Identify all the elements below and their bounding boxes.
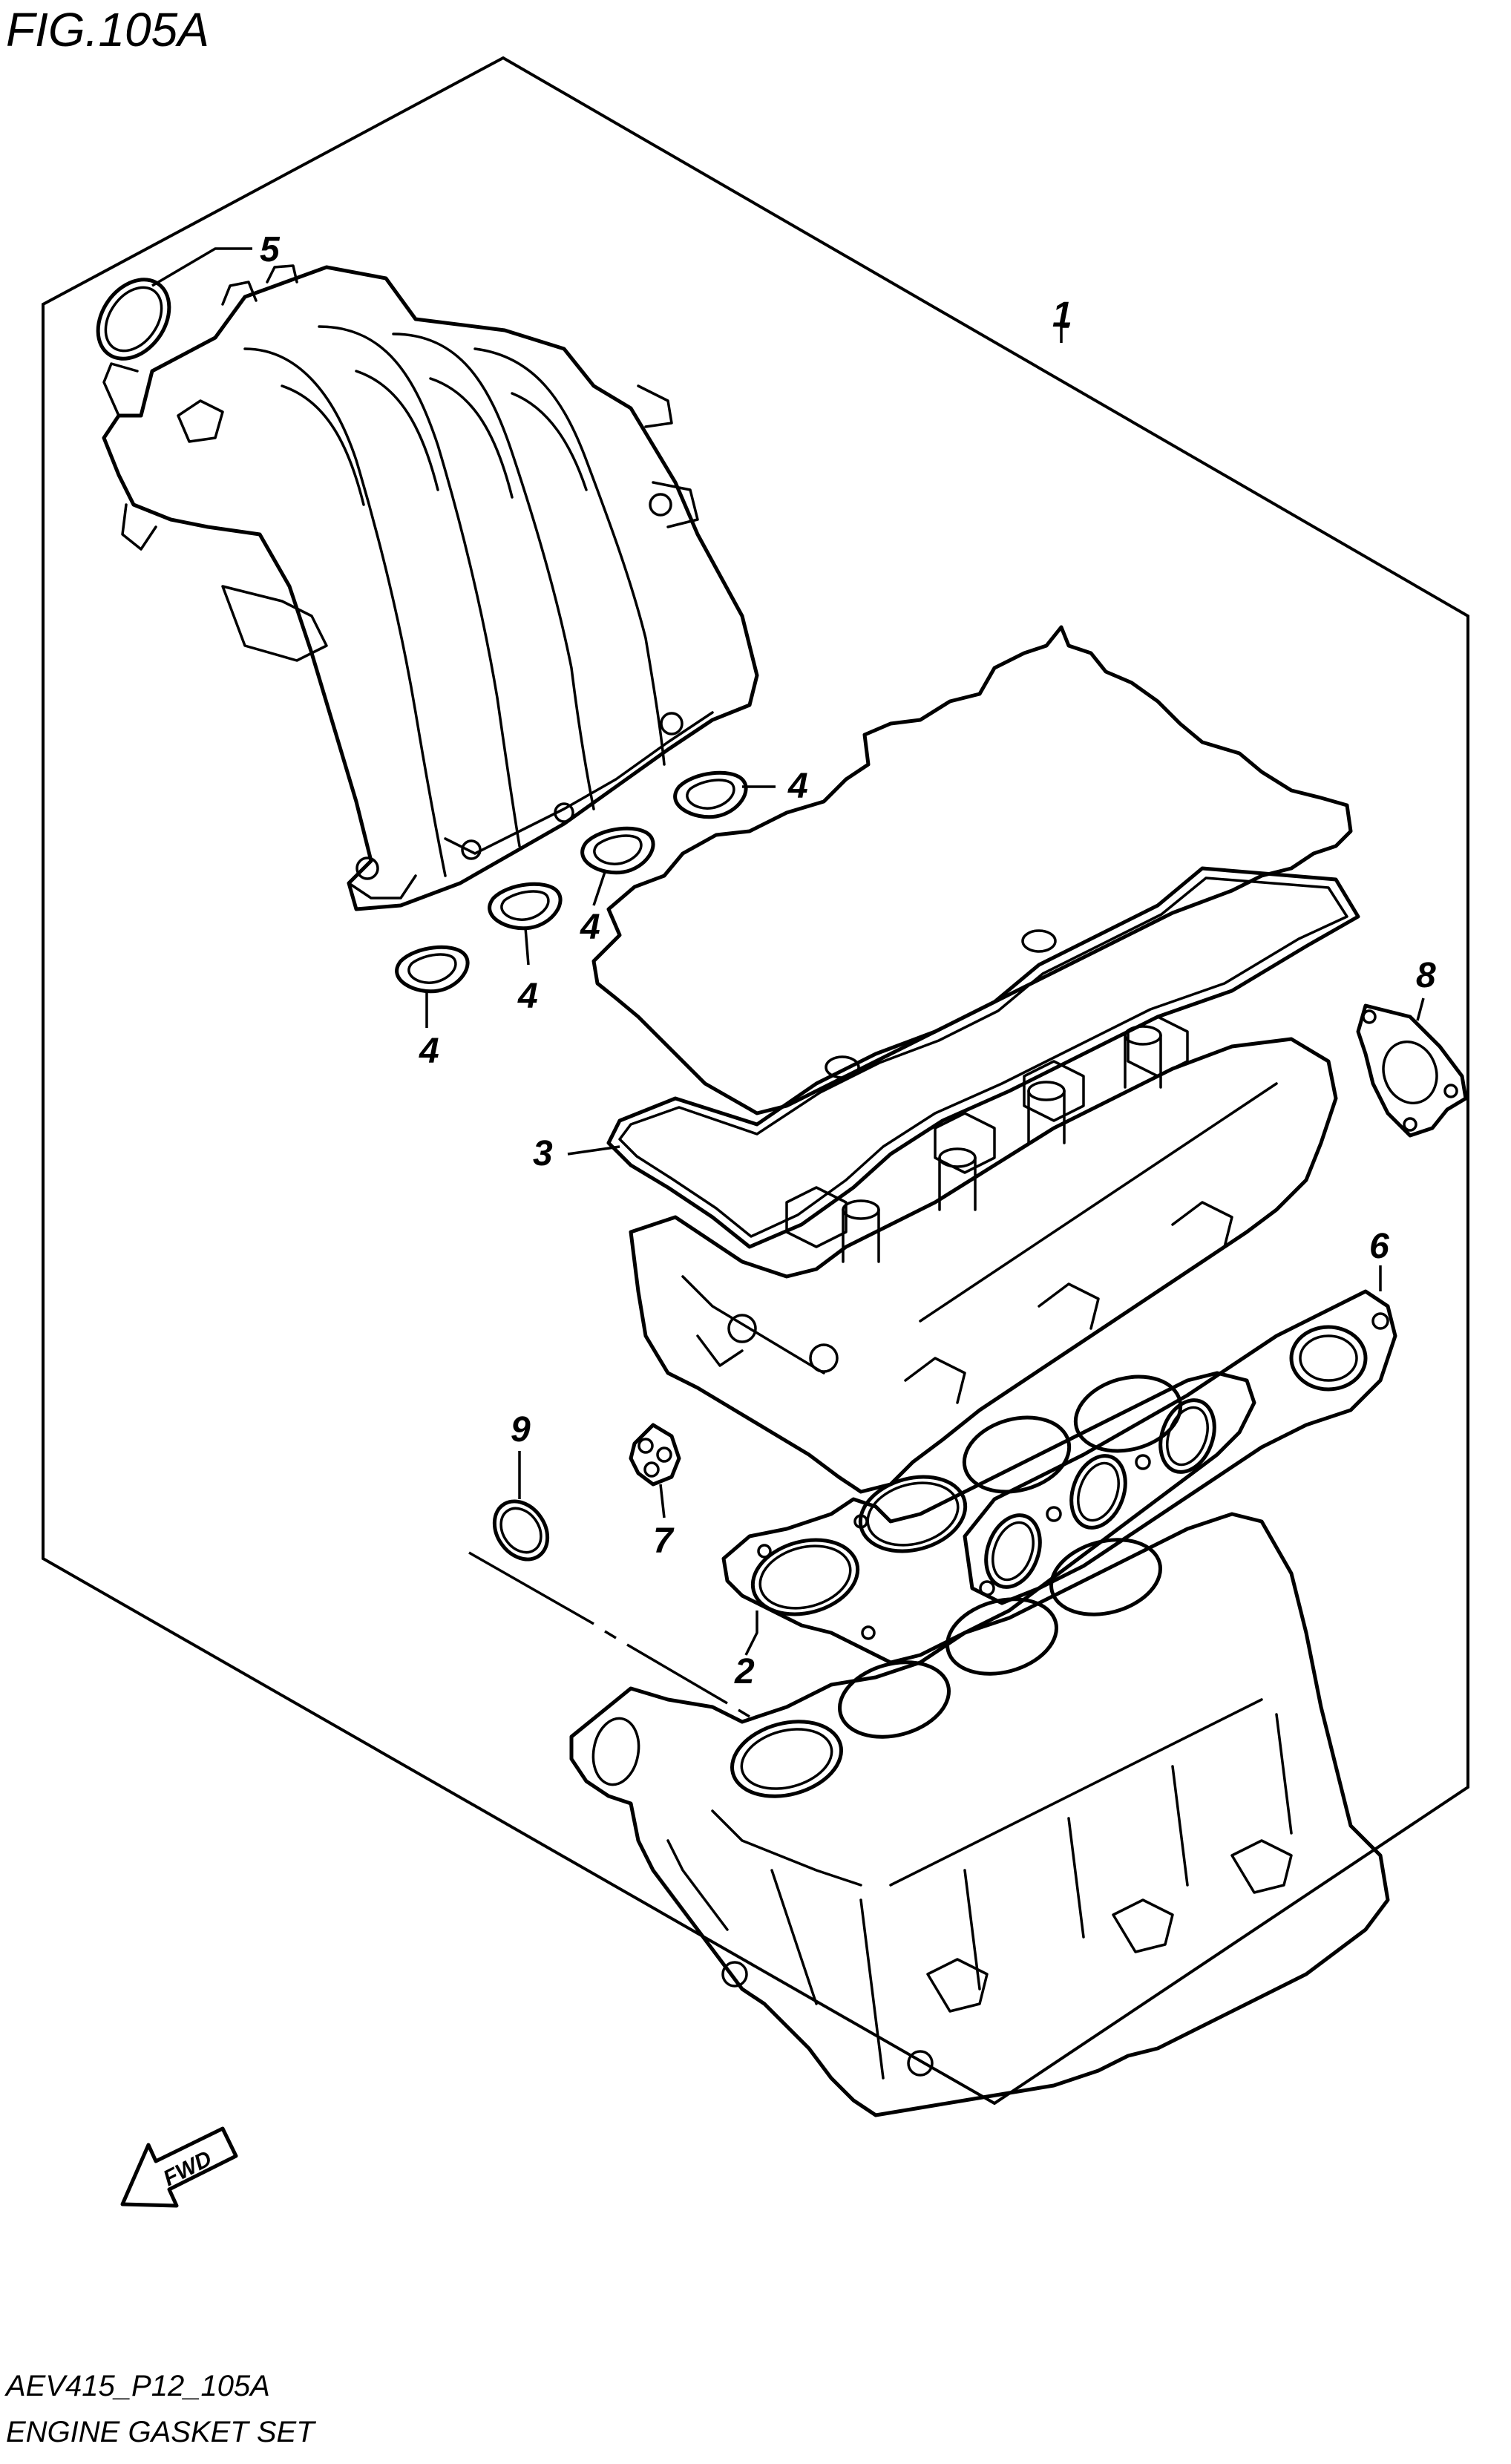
callout-6: 6 [1369, 1227, 1389, 1266]
callout-4-c: 4 [580, 908, 600, 947]
callout-4-b: 4 [517, 977, 538, 1016]
head-cover-gasket-3 [567, 866, 1360, 1249]
cylinder-head [629, 1015, 1338, 1494]
intake-manifold [102, 264, 759, 911]
fwd-arrow-icon: FWD [120, 2126, 238, 2208]
callout-9: 9 [511, 1410, 531, 1449]
gasket-8 [1356, 997, 1468, 1138]
fwd-label: FWD [160, 2146, 216, 2191]
gasket-9-o-ring [492, 1451, 550, 1562]
kit-frame [42, 56, 1469, 2106]
gasket-7 [629, 1423, 681, 1518]
figure-title: FIG.105A [6, 3, 209, 56]
head-gasket-2 [721, 1371, 1256, 1665]
callout-5: 5 [260, 230, 281, 269]
leader-1 [1060, 325, 1069, 343]
callout-4-d: 4 [787, 767, 808, 806]
callout-4-a: 4 [419, 1032, 439, 1071]
callout-7: 7 [653, 1521, 675, 1561]
cylinder-head-cover [591, 625, 1353, 1115]
cylinder-block [569, 1512, 1390, 2117]
callout-3: 3 [533, 1134, 553, 1173]
callout-8: 8 [1416, 956, 1436, 995]
exhaust-gasket-6 [963, 1265, 1397, 1605]
callout-1: 1 [1052, 295, 1072, 335]
intake-gaskets-4 [395, 770, 776, 1028]
callout-2: 2 [734, 1652, 755, 1691]
location-leader-9 [468, 1551, 750, 1718]
gasket-5-throttle-ring [96, 247, 252, 361]
diagram-name: ENGINE GASKET SET [6, 2416, 316, 2448]
diagram-code: AEV415_P12_105A [4, 2370, 270, 2402]
